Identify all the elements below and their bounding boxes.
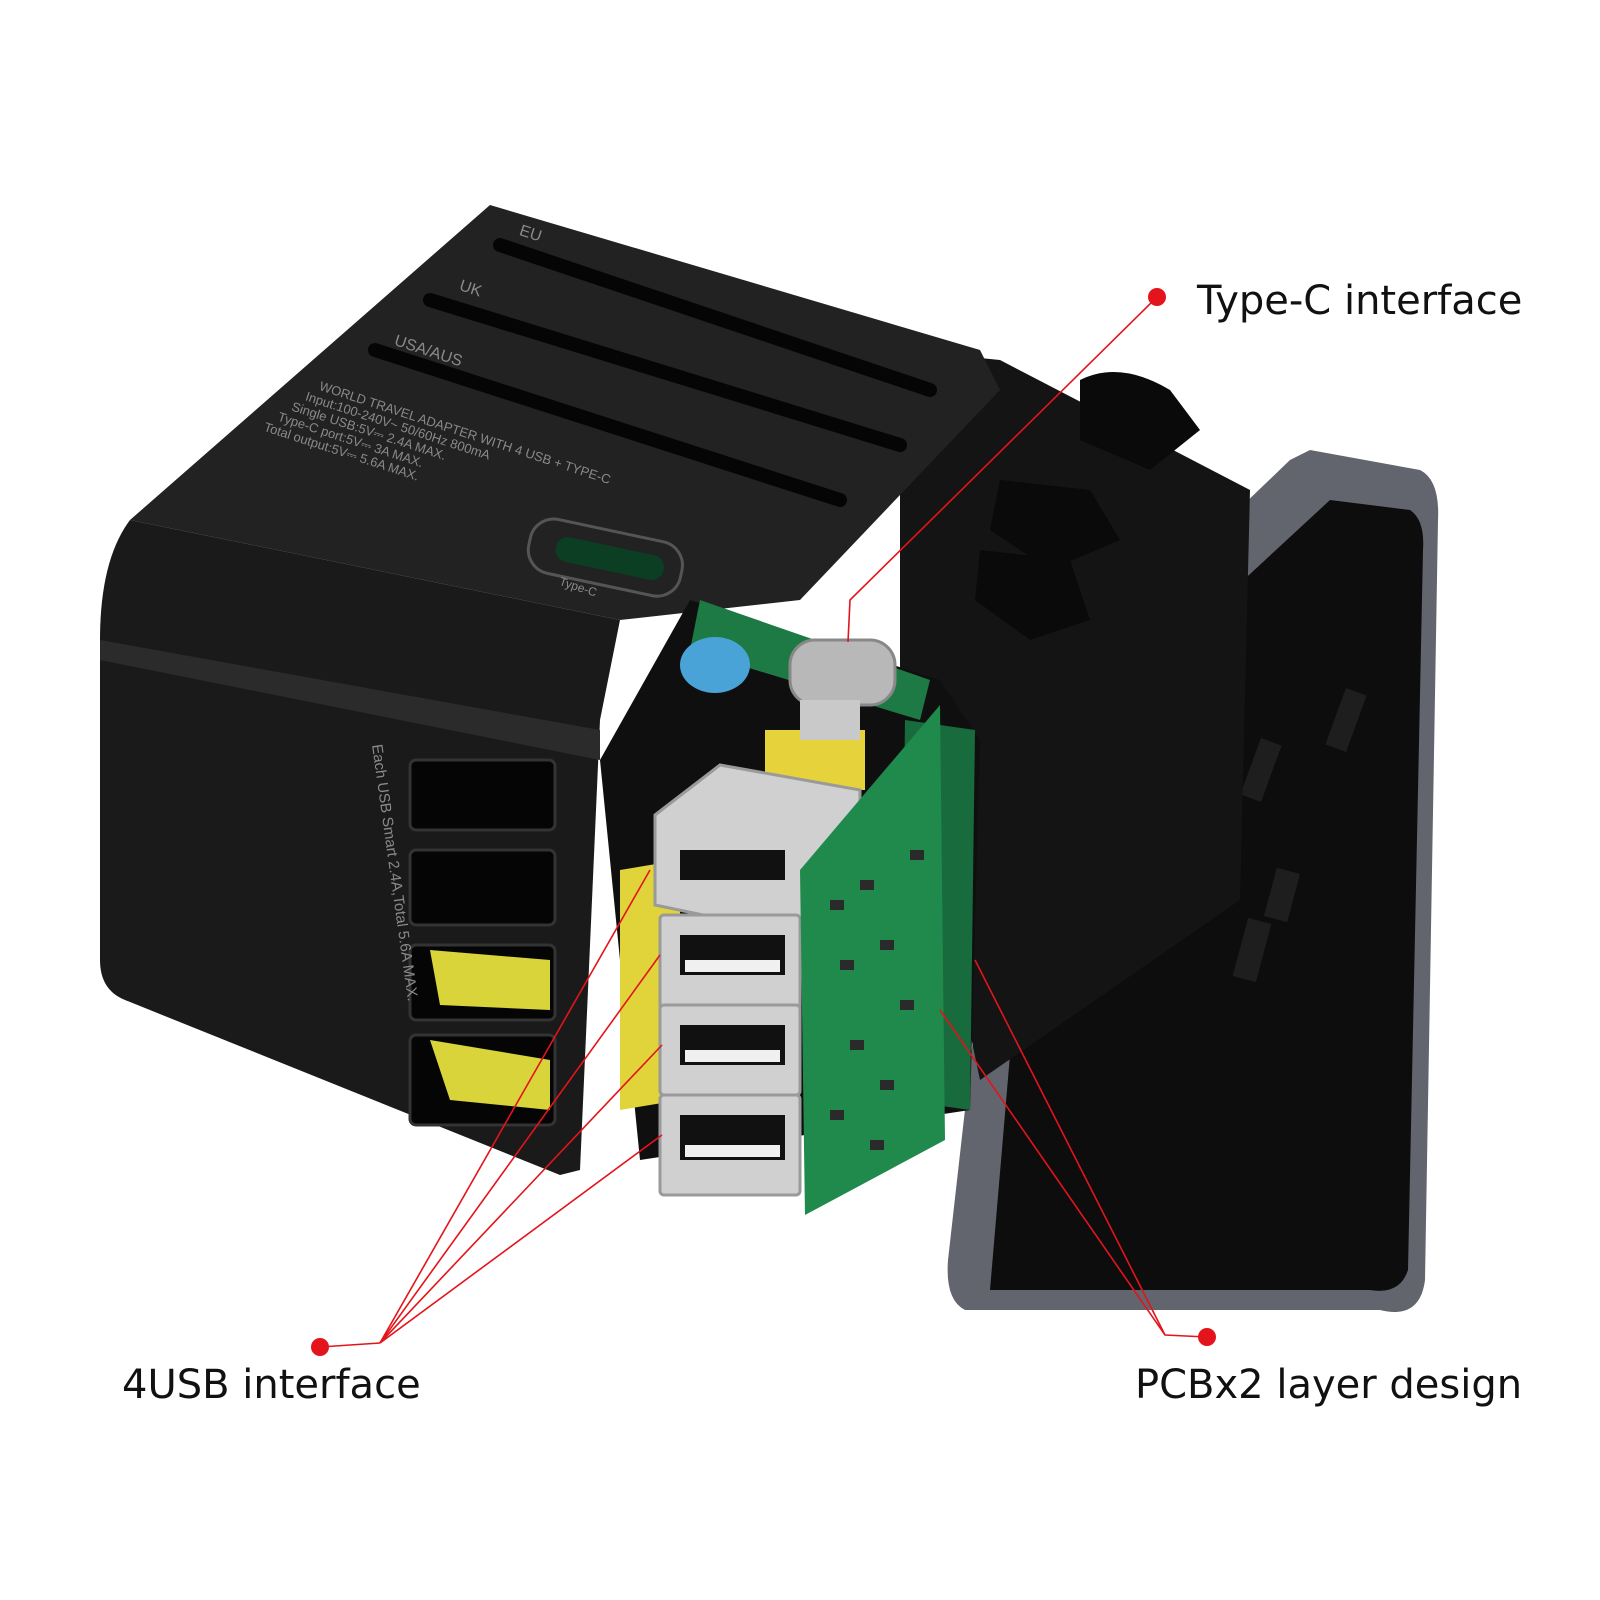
slider-label-eu: EU <box>517 222 543 245</box>
usb-callout-dot <box>311 1338 329 1356</box>
pcb-callout-dot <box>1198 1328 1216 1346</box>
type-c-callout-dot <box>1148 288 1166 306</box>
pcb-front-layer <box>800 705 945 1215</box>
usb-callout-line <box>319 1342 381 1348</box>
usb-callout-line <box>379 954 661 1344</box>
callout-lines <box>319 296 1208 1348</box>
usb-callout-line <box>379 1134 663 1344</box>
adapter-body <box>100 205 1000 1175</box>
pcb-callout-line <box>974 959 1166 1336</box>
type-c-callout-line <box>847 296 1158 643</box>
pcb-layer-label: PCBx2 layer design <box>1135 1362 1523 1408</box>
usb-interface-label: 4USB interface <box>122 1362 421 1408</box>
usb-callout-line <box>379 869 651 1344</box>
internal-components <box>600 600 980 1215</box>
type-c-port-on-body <box>526 517 684 598</box>
usb-callout-line <box>379 1044 663 1344</box>
type-c-connector <box>788 638 897 707</box>
plug-sliders-mechanism <box>900 350 1250 1080</box>
type-c-interface-label: Type-C interface <box>1197 278 1523 324</box>
plug-slider-slots <box>368 238 937 507</box>
slider-label-uk: UK <box>457 277 484 300</box>
